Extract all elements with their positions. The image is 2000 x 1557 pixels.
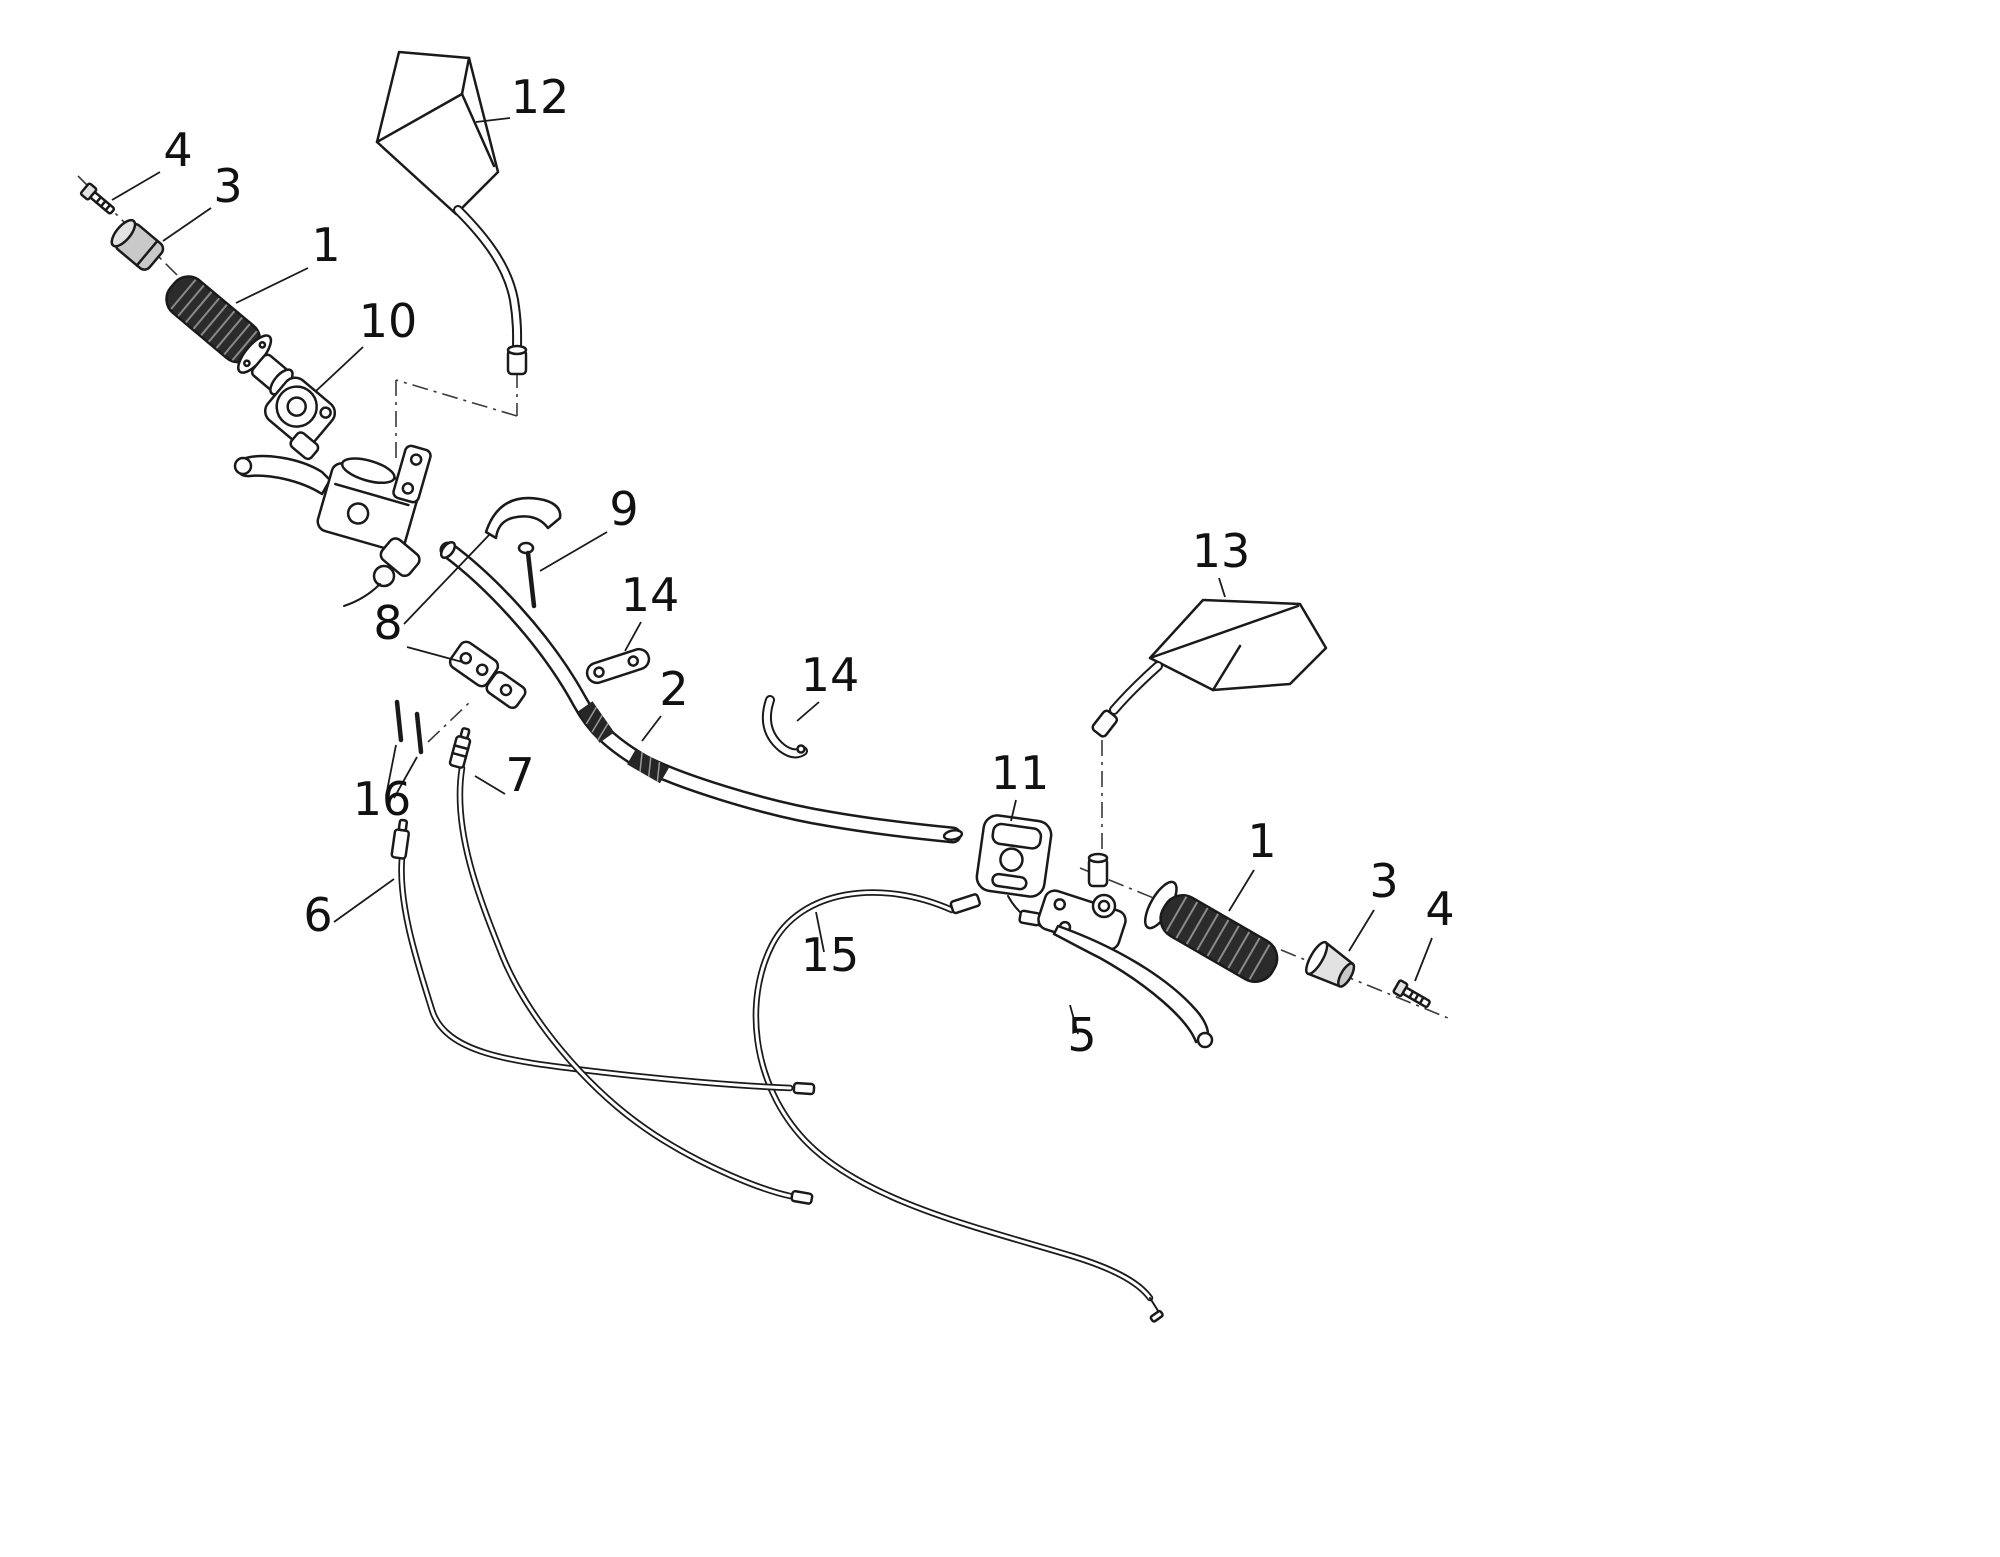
bar-end-right — [1305, 940, 1356, 988]
leader-line-13 — [1218, 577, 1226, 598]
brake-lever-blade — [236, 454, 332, 496]
leader-line-4 — [111, 171, 161, 201]
brake-master-cylinder — [233, 444, 432, 607]
cable-ferrule — [790, 1189, 814, 1205]
bar-end-opening-right — [942, 829, 964, 841]
leader-line-15 — [815, 911, 825, 953]
part-label-14: 14 — [621, 568, 680, 622]
throttle-cable-6 — [390, 818, 816, 1096]
leader-line-3 — [1348, 909, 1375, 952]
leader-line-14 — [624, 621, 642, 652]
mirror-stem-base — [1091, 709, 1119, 738]
part-label-1: 1 — [1247, 814, 1276, 868]
bolt-left — [79, 182, 116, 215]
bolt-right — [1392, 979, 1431, 1009]
throttle-switch-housing-10 — [263, 376, 337, 461]
part-label-9: 9 — [609, 482, 638, 536]
clutch-cable-15 — [752, 889, 1164, 1323]
leader-line-6 — [333, 878, 395, 923]
axis-mirror-left-2 — [395, 379, 518, 417]
part-label-4: 4 — [1425, 882, 1454, 936]
part-label-8: 8 — [373, 596, 402, 650]
knurl-band — [627, 748, 669, 784]
mc-nose — [379, 537, 421, 578]
bar-end-left — [110, 218, 165, 271]
riser-clamp-8 — [448, 640, 527, 710]
part-label-10: 10 — [359, 294, 418, 348]
banjo-fitting — [372, 564, 396, 588]
screw-9 — [517, 541, 537, 609]
leader-line-11 — [1010, 799, 1017, 822]
cable-ferrule — [949, 893, 981, 915]
leader-line-10 — [315, 346, 364, 392]
mirror-body — [375, 50, 500, 216]
leader-line-16 — [393, 756, 418, 799]
leader-line-3 — [162, 207, 212, 242]
cable-adjuster — [390, 818, 411, 860]
leader-line-2 — [641, 715, 662, 742]
axis-pins — [427, 699, 473, 743]
cable-adjuster — [448, 727, 472, 769]
leader-line-5 — [1069, 1004, 1079, 1035]
bracket-14-right — [762, 695, 808, 759]
mirror-mount-boss — [1087, 852, 1109, 888]
part-label-12: 12 — [511, 70, 570, 124]
part-label-15: 15 — [801, 928, 860, 982]
leader-lines — [111, 117, 1433, 1035]
mirror-body — [1148, 598, 1328, 692]
leader-line-8 — [403, 533, 491, 625]
cable-ferrule — [792, 1081, 816, 1096]
reservoir-body — [316, 457, 421, 552]
part-label-6: 6 — [303, 888, 332, 942]
part-label-5: 5 — [1067, 1008, 1096, 1062]
grip-left — [165, 275, 273, 374]
part-label-4: 4 — [163, 123, 192, 177]
part-label-7: 7 — [505, 748, 534, 802]
part-label-14: 14 — [801, 648, 860, 702]
part-label-2: 2 — [659, 662, 688, 716]
clutch-lever-5 — [1018, 852, 1214, 1049]
handlebar-2 — [439, 541, 964, 844]
leader-line-8 — [406, 646, 467, 664]
pins-16 — [394, 699, 424, 755]
leader-line-16 — [385, 744, 397, 797]
bracket-14-left — [585, 647, 651, 685]
construction-axis-lines — [77, 175, 1449, 1019]
mirror-stem-base — [506, 344, 528, 376]
leader-line-1 — [235, 267, 309, 304]
cable-end-nipple — [1149, 1309, 1164, 1323]
mirror-right — [1091, 598, 1328, 738]
mc-clamp — [392, 444, 432, 504]
leader-line-1 — [1228, 869, 1255, 912]
mirror-left — [375, 50, 528, 376]
leader-line-7 — [474, 775, 506, 795]
leader-line-14 — [796, 701, 820, 722]
part-label-11: 11 — [991, 746, 1050, 800]
part-label-1: 1 — [311, 218, 340, 272]
part-label-16: 16 — [353, 772, 412, 826]
leader-line-9 — [539, 531, 608, 572]
part-label-13: 13 — [1192, 524, 1251, 578]
leader-line-12 — [475, 117, 511, 123]
part-label-3: 3 — [213, 159, 242, 213]
grip-right — [1143, 880, 1279, 983]
lever-ball-end — [1196, 1031, 1214, 1049]
part-label-3: 3 — [1369, 854, 1398, 908]
switch-housing-11 — [975, 814, 1053, 898]
hose-stub — [343, 583, 381, 607]
bar-end-opening-left — [439, 541, 457, 559]
leader-line-4 — [1414, 937, 1433, 982]
throttle-cable-7 — [448, 727, 814, 1205]
clamp-cap-8 — [484, 496, 562, 540]
knurl-band — [577, 701, 615, 743]
